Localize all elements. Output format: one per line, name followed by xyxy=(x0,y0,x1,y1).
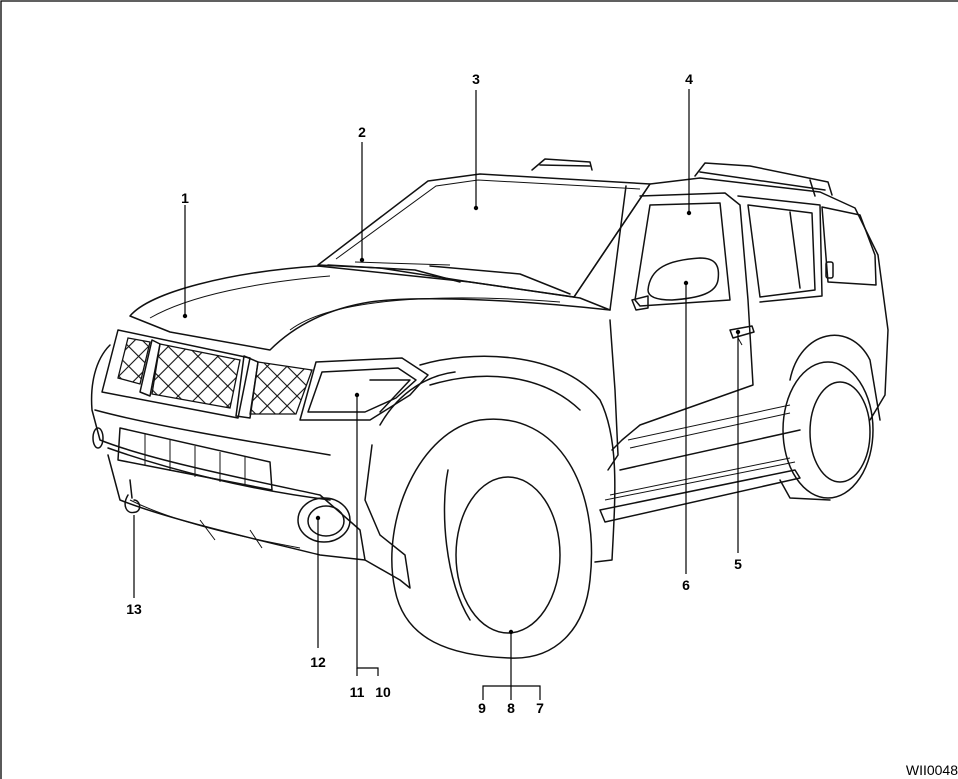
headlight xyxy=(299,357,429,421)
front-bumper xyxy=(90,344,411,589)
callout-11: 11 xyxy=(350,684,365,700)
callout-1: 1 xyxy=(181,190,189,206)
tow-hook xyxy=(124,479,141,514)
callout-5: 5 xyxy=(734,556,742,572)
callout-12: 12 xyxy=(310,654,326,670)
hood xyxy=(129,265,611,351)
roof-rack xyxy=(531,158,833,197)
callout-9: 9 xyxy=(478,700,486,716)
callout-2: 2 xyxy=(358,124,366,140)
vehicle-illustration xyxy=(90,158,889,659)
front-door xyxy=(611,192,754,451)
callout-6: 6 xyxy=(682,577,690,593)
callout-7: 7 xyxy=(536,700,544,716)
door-handle xyxy=(729,325,755,346)
callout-10: 10 xyxy=(375,684,391,700)
running-board xyxy=(599,469,801,523)
front-grille xyxy=(101,329,313,419)
figure-code: WII0048 xyxy=(906,762,958,778)
rear-door xyxy=(737,195,823,303)
callout-4: 4 xyxy=(685,71,693,87)
callout-13: 13 xyxy=(126,601,142,617)
lower-grille xyxy=(117,427,273,491)
callout-labels: 1 2 3 4 5 6 7 8 9 10 11 12 13 xyxy=(126,71,742,716)
fog-light xyxy=(297,497,351,543)
leader-lines xyxy=(133,89,741,700)
outside-mirror xyxy=(631,257,720,311)
callout-3: 3 xyxy=(472,71,480,87)
front-tire xyxy=(391,418,593,659)
callout-8: 8 xyxy=(507,700,515,716)
front-fender xyxy=(419,355,616,563)
wipers xyxy=(327,261,571,295)
body-side xyxy=(573,177,889,421)
rear-wheel xyxy=(779,334,881,501)
